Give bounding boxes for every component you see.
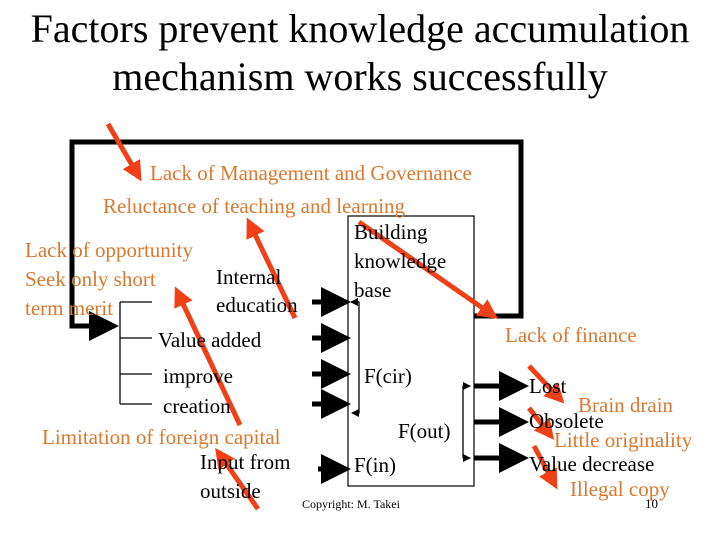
red-arrow-originality — [527, 406, 555, 440]
box-f-in: F(in) — [354, 453, 396, 477]
red-arrow-illegal-copy — [531, 444, 558, 490]
factor-originality: Little originality — [554, 428, 693, 452]
page-number: 10 — [645, 496, 658, 511]
box-title-line2: knowledge — [354, 249, 447, 273]
factor-short-term-line1: Seek only short — [25, 267, 156, 291]
box-f-cir: F(cir) — [364, 364, 412, 388]
red-arrow-foreign-capital — [215, 447, 261, 511]
slide-title: Factors prevent knowledge accumulation m… — [0, 5, 720, 101]
factor-short-term-line2: term merit — [25, 296, 114, 320]
input-bracket — [119, 301, 152, 405]
red-pointer-arrows — [105, 122, 565, 511]
factor-finance: Lack of finance — [505, 323, 637, 347]
output-bracket — [462, 382, 471, 462]
factor-foreign-capital: Limitation of foreign capital — [42, 425, 281, 449]
red-arrow-finance — [357, 219, 499, 319]
box-title-line3: base — [354, 278, 392, 302]
factor-illegal-copy: Illegal copy — [570, 477, 670, 501]
input-outside-line2: outside — [200, 479, 261, 503]
input-value-added: Value added — [158, 328, 262, 352]
factor-reluctance: Reluctance of teaching and learning — [103, 194, 406, 218]
title-line-1: Factors prevent knowledge accumulation — [30, 6, 690, 51]
factor-management: Lack of Management and Governance — [150, 161, 472, 185]
red-arrow-short-term — [174, 286, 243, 427]
box-title-line1: Building — [354, 220, 428, 244]
factor-opportunity: Lack of opportunity — [25, 238, 193, 262]
factor-brain-drain: Brain drain — [578, 393, 674, 417]
red-arrow-reluctance — [246, 217, 298, 320]
circulation-bracket — [350, 298, 360, 417]
output-lost: Lost — [529, 374, 567, 398]
input-outside-line1: Input from — [200, 450, 291, 474]
output-arrows — [474, 371, 529, 473]
input-creation: creation — [163, 394, 231, 418]
input-arrows — [312, 287, 351, 484]
title-line-2: mechanism works successfully — [112, 54, 608, 99]
output-value-decrease: Value decrease — [529, 452, 655, 476]
box-f-out: F(out) — [398, 419, 451, 443]
red-arrow-management — [105, 122, 142, 182]
feedback-loop — [69, 139, 524, 341]
input-internal-line1: Internal — [216, 265, 282, 289]
output-obsolete: Obsolete — [529, 409, 604, 433]
input-improve: improve — [163, 364, 233, 388]
red-arrow-brain-drain — [527, 364, 565, 404]
copyright: Copyright: M. Takei — [302, 497, 400, 511]
input-internal-line2: education — [216, 293, 298, 317]
